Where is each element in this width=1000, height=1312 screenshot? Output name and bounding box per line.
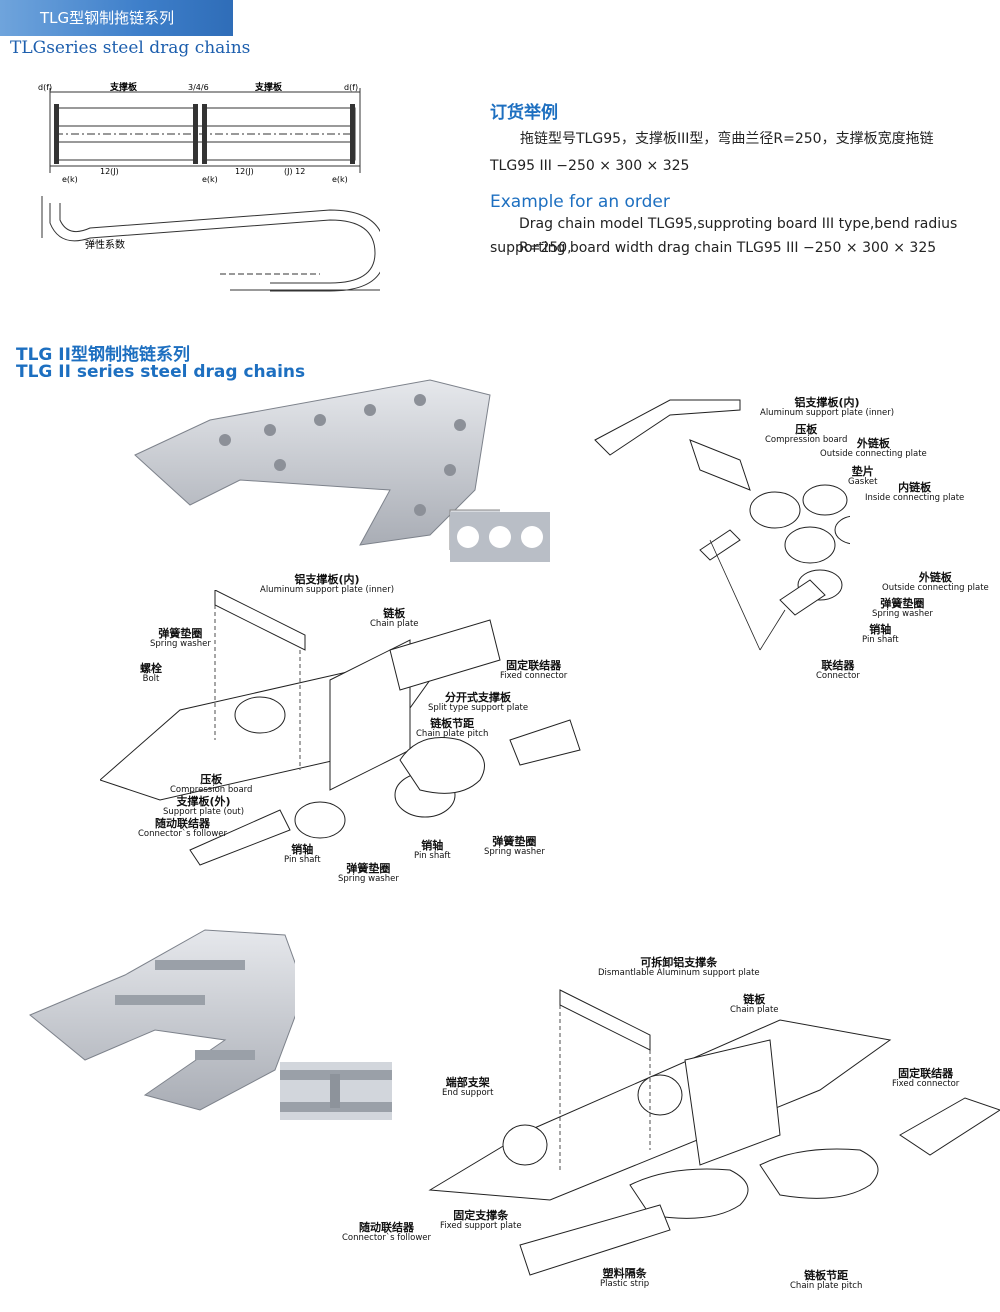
section2-title-en: TLG II series steel drag chains [16, 362, 306, 382]
dim-12j-3: (J) 12 [284, 167, 305, 176]
dim-d-right: d(f) [344, 83, 358, 92]
series-header-banner: TLG型钢制拖链系列 [0, 0, 233, 36]
dim-support-left: 支撑板 [109, 81, 138, 93]
series-header-subtitle: TLGseries steel drag chains [10, 38, 251, 58]
exploded-diagram-bottom [428, 989, 1000, 1276]
order-en-line1: Drag chain model TLG95,supproting board … [519, 216, 958, 256]
dim-d-left: d(f) [38, 83, 52, 92]
exploded-diagram-right [594, 399, 850, 651]
order-en-line2: supporting board width drag chain TLG95 … [490, 240, 937, 256]
order-model-code: TLG95 III −250 × 300 × 325 [490, 158, 690, 174]
support-strip-photo [450, 512, 550, 562]
dim-e-k-1: e(k) [62, 175, 78, 184]
label-aluminum-support-inner-m: 铝支撑板(内)Aluminum support plate (inner) [260, 573, 395, 595]
dim-e-k-3: e(k) [332, 175, 348, 184]
order-line-cn: 拖链型号TLG95，支撑板III型，弯曲兰径R=250，支撑板宽度拖链 [520, 131, 934, 147]
label-aluminum-support-inner-r: 铝支撑板(内)Aluminum support plate (inner) [760, 396, 895, 418]
order-title-cn: 订货举例 [490, 103, 558, 123]
dim-346: 3/4/6 [188, 83, 209, 92]
order-title-en: Example for an order [490, 192, 670, 212]
dim-support-right: 支撑板 [254, 81, 283, 93]
exploded-diagram-middle [100, 590, 581, 866]
dim-12j-2: 12(J) [235, 167, 254, 176]
section2-title-cn: TLG II型钢制拖链系列 [16, 345, 190, 365]
steel-chain-photo-2 [29, 929, 295, 1111]
elastic-coefficient-label: 弹性系数 [85, 238, 125, 251]
support-strip-photo-2 [280, 1062, 392, 1120]
steel-chain-photo [134, 379, 500, 550]
dimension-diagram: d(f) 支撑板 3/4/6 支撑板 d(f) e(k) 12(J) e(k) … [38, 81, 380, 292]
dim-12j-1: 12(J) [100, 167, 119, 176]
label-support-out-m: 支撑板(外)Support plate (out) [163, 795, 245, 817]
dim-e-k-2: e(k) [202, 175, 218, 184]
